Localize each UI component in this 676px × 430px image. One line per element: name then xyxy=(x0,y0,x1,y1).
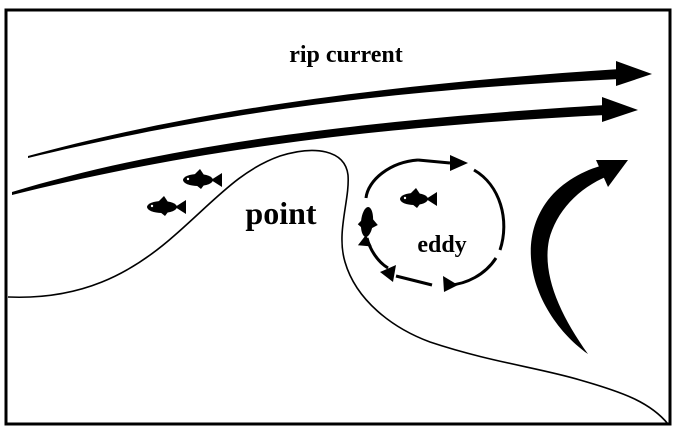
fish-1 xyxy=(183,169,222,189)
return-flow-arrow xyxy=(530,160,628,354)
rip-current-arrow-upper xyxy=(28,61,652,158)
point-label: point xyxy=(245,195,316,231)
rip-current-label: rip current xyxy=(289,42,403,68)
fish-3 xyxy=(400,188,437,208)
fish-4 xyxy=(357,207,378,247)
eddy-label: eddy xyxy=(417,232,466,258)
rip-current-arrow-lower xyxy=(12,97,638,195)
eddy-circulation xyxy=(364,158,506,287)
eddy-arrowheads xyxy=(380,155,468,292)
diagram-frame xyxy=(4,8,672,426)
fish-2 xyxy=(147,196,186,216)
shoreline-outline xyxy=(7,149,669,425)
